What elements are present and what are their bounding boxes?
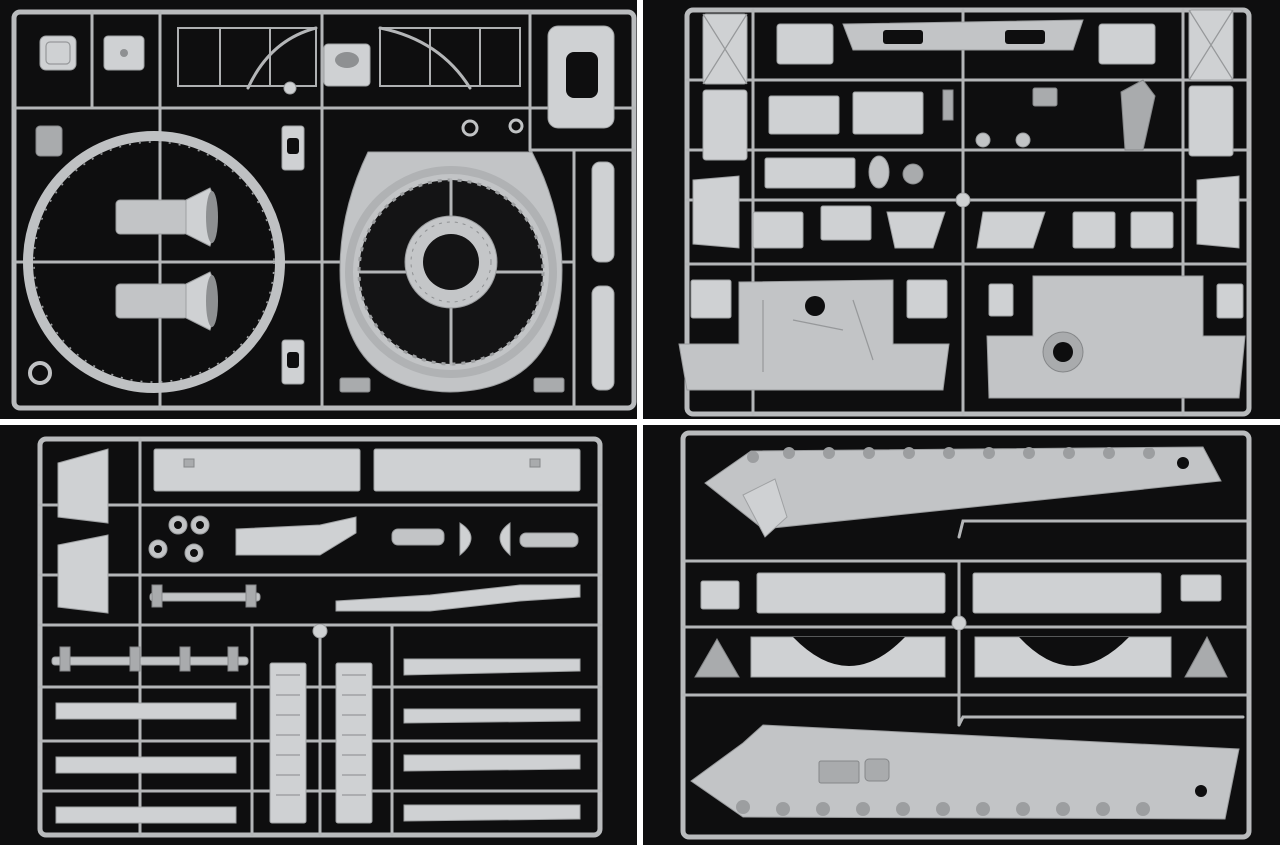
sprue-photo-fenders	[643, 425, 1280, 845]
sprue-photo-suspension	[0, 425, 637, 845]
sprue-photo-hull-plates	[643, 0, 1280, 419]
sprue-photo-turret-ring	[0, 0, 637, 419]
